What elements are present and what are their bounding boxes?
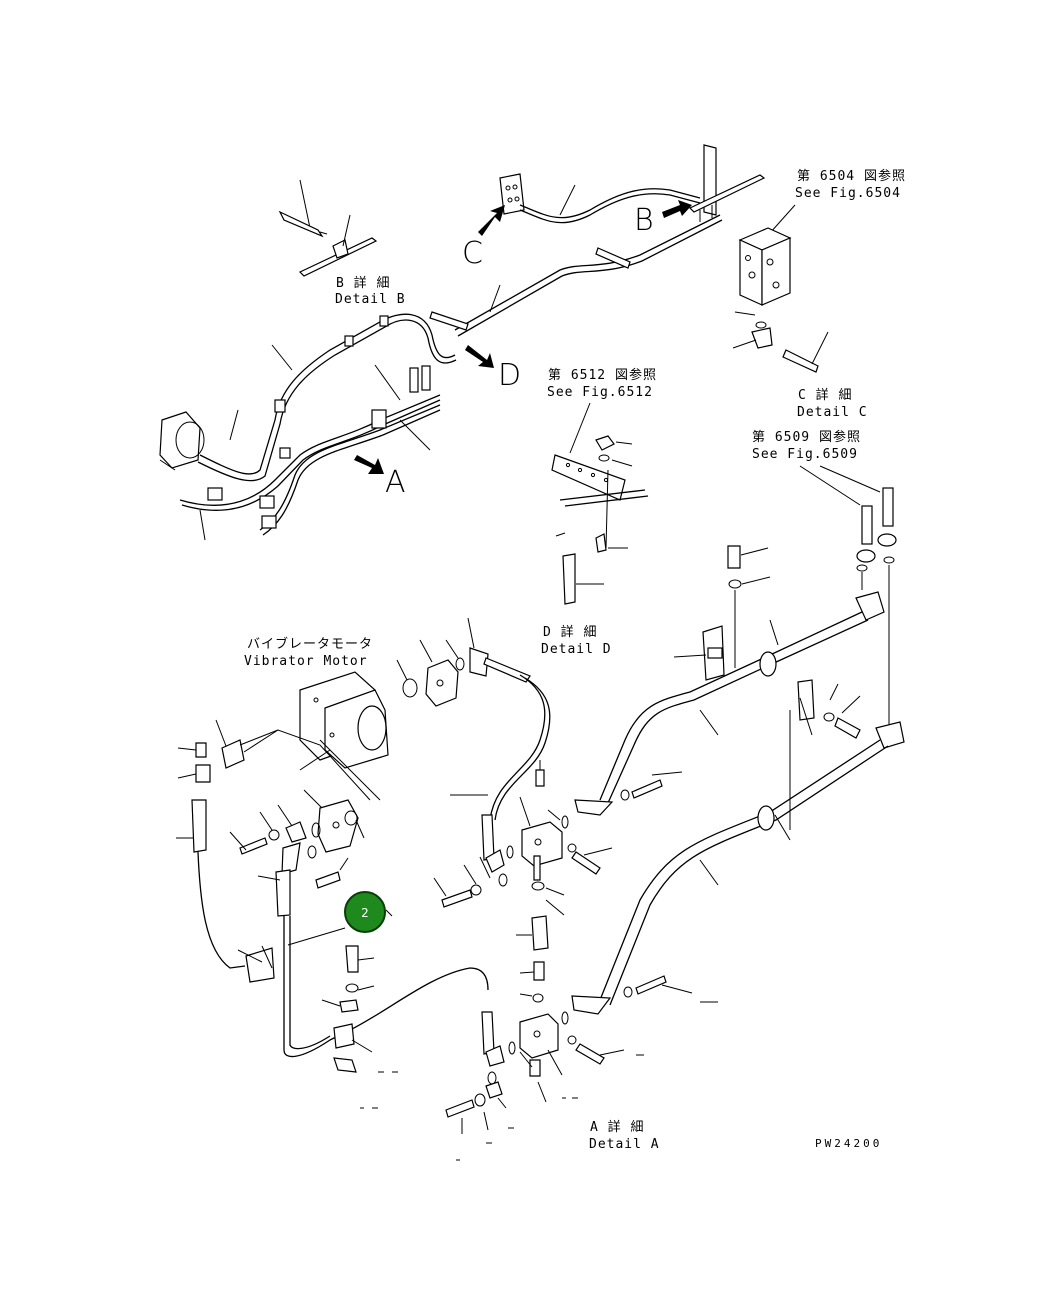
callout-number[interactable]: 2 bbox=[361, 906, 369, 920]
letter-b: B bbox=[634, 203, 654, 238]
arrow-a bbox=[354, 455, 384, 474]
detail-d-en-label: Detail D bbox=[541, 642, 612, 657]
bracket-b bbox=[688, 144, 766, 222]
vibrator-en-label: Vibrator Motor bbox=[244, 654, 368, 669]
arrow-c bbox=[478, 205, 505, 236]
ref-6509-leader-2 bbox=[819, 465, 881, 493]
detail-d-parts bbox=[551, 435, 649, 605]
detail-a-en-label: Detail A bbox=[589, 1137, 660, 1152]
main-pipe-assembly bbox=[159, 214, 723, 541]
right-pipe-assembly bbox=[571, 545, 905, 1015]
ref-6509-en: See Fig.6509 bbox=[752, 447, 858, 462]
drawing-number: PW24200 bbox=[815, 1137, 882, 1150]
detail-c-en-label: Detail C bbox=[797, 405, 868, 420]
detail-c-fittings bbox=[732, 311, 829, 373]
letter-c: C bbox=[462, 236, 483, 271]
arrow-d bbox=[465, 345, 494, 368]
ref-6512-en: See Fig.6512 bbox=[547, 385, 653, 400]
ref-6512-jp: 第 6512 図参照 bbox=[548, 367, 657, 383]
arrow-b bbox=[662, 200, 692, 218]
ref-6504-jp: 第 6504 図参照 bbox=[797, 168, 906, 184]
callout-tick bbox=[385, 909, 393, 917]
letter-a: A bbox=[385, 465, 406, 500]
detail-b-en-label: Detail B bbox=[335, 292, 406, 307]
vibrator-jp-label: バイブレータモータ bbox=[247, 636, 373, 652]
ref-6504-leader bbox=[769, 204, 796, 234]
detail-a-jp-label: A 詳 細 bbox=[590, 1119, 644, 1135]
vibrator-motor bbox=[176, 617, 551, 1109]
detail-c-block bbox=[499, 173, 576, 216]
detail-a-parts bbox=[433, 760, 644, 1161]
valve-block-6504 bbox=[738, 227, 792, 306]
detail-c-jp-label: C 詳 細 bbox=[798, 387, 852, 403]
callout-circle[interactable] bbox=[344, 891, 386, 933]
detail-b-jp-label: B 詳 細 bbox=[336, 275, 390, 291]
ref-6509-jp: 第 6509 図参照 bbox=[752, 429, 861, 445]
ref-6509-fittings bbox=[856, 487, 897, 725]
letter-d: D bbox=[498, 358, 521, 393]
part-callout-2[interactable]: 2 bbox=[344, 891, 386, 933]
pipe-c-b bbox=[519, 188, 701, 219]
pipe-c-b-2 bbox=[519, 193, 701, 224]
ref-6504-en: See Fig.6504 bbox=[795, 186, 901, 201]
ref-6512-leader bbox=[569, 402, 591, 454]
ref-6509-leader-1 bbox=[799, 465, 861, 506]
detail-d-jp-label: D 詳 細 bbox=[543, 624, 597, 640]
detail-b-drawing bbox=[278, 179, 378, 277]
